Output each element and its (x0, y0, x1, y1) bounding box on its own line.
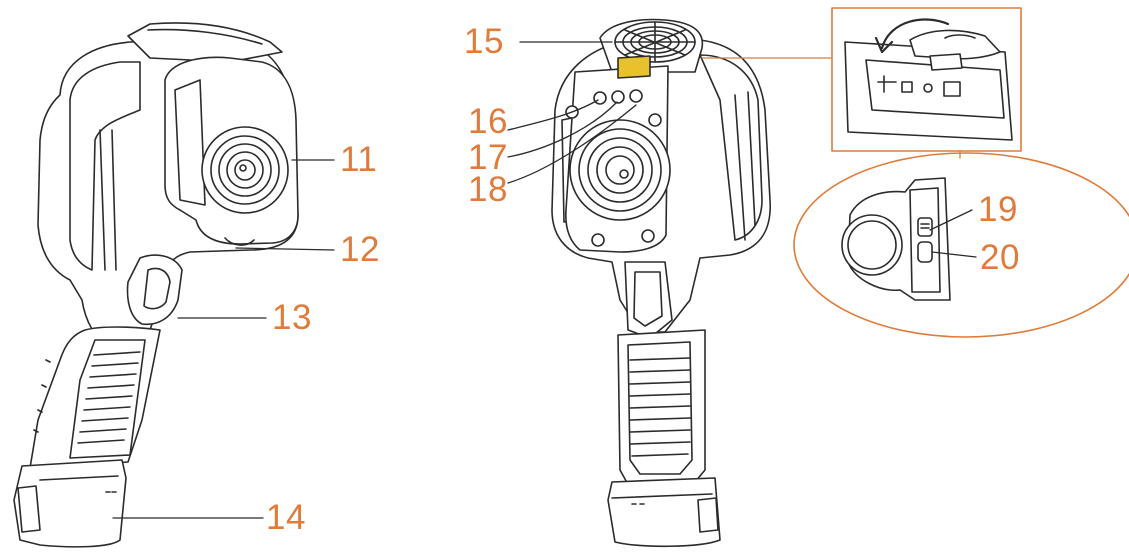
left-camera-body (13, 22, 299, 548)
callout-17: 17 (468, 138, 508, 177)
callout-13: 13 (272, 298, 312, 337)
callout-14: 14 (266, 498, 306, 537)
callout-15: 15 (464, 22, 504, 61)
callout-16: 16 (468, 102, 508, 141)
callout-11: 11 (340, 140, 378, 179)
callout-18: 18 (468, 170, 508, 209)
right-camera-body (551, 18, 771, 548)
cover-detail-inset (831, 7, 1022, 152)
callout-12: 12 (340, 230, 380, 269)
callout-19: 19 (978, 190, 1018, 229)
callout-20: 20 (980, 238, 1020, 277)
leader-lines (112, 41, 977, 519)
port-detail-inset (793, 152, 1129, 338)
